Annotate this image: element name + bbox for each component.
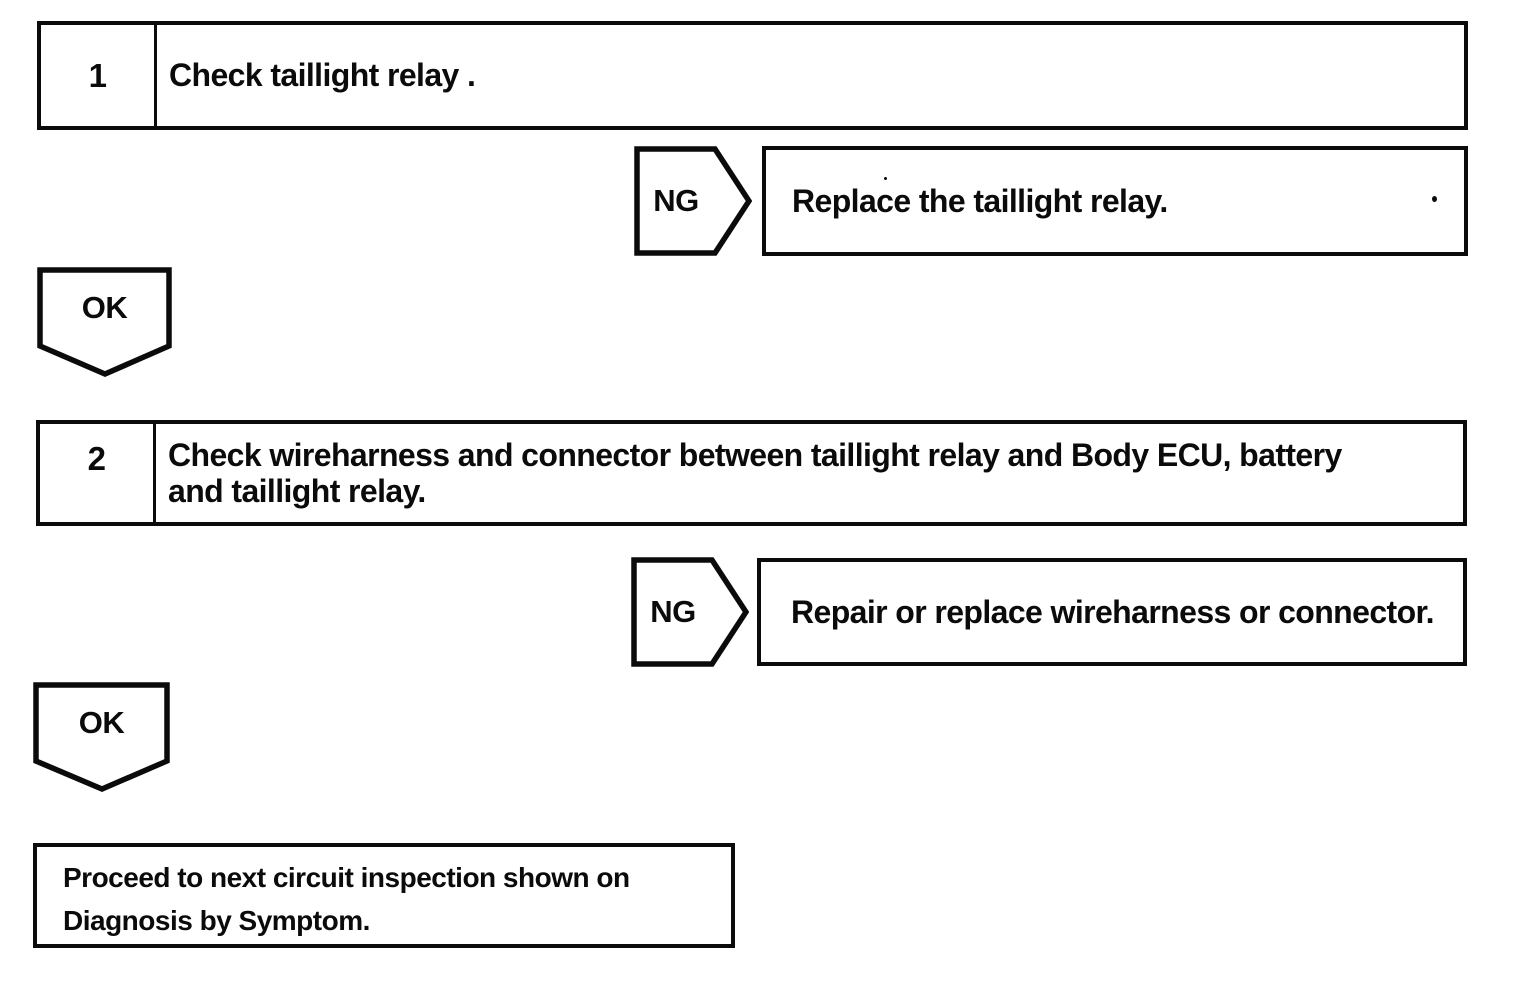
- ok-arrow-shape-icon: [33, 682, 170, 792]
- terminal-line-2: Diagnosis by Symptom.: [63, 905, 370, 936]
- step-1-ok-label: OK: [81, 290, 128, 325]
- ng-arrow-shape-icon: [631, 557, 749, 667]
- step-2-ok-pentagon: OK: [33, 682, 170, 792]
- step-2-ng-action-box: Repair or replace wireharness or connect…: [757, 558, 1467, 666]
- step-1-box: 1 Check taillight relay .: [37, 21, 1468, 130]
- step-2-ng-action: Repair or replace wireharness or connect…: [791, 593, 1435, 630]
- step-1-ng-label: NG: [653, 183, 699, 218]
- step-2-number-cell: 2: [40, 424, 156, 522]
- ok-arrow-shape-icon: [37, 267, 172, 377]
- step-2-number: 2: [87, 440, 106, 477]
- scan-speck: [884, 177, 887, 180]
- step-1-number: 1: [88, 56, 107, 94]
- step-1-number-cell: 1: [41, 25, 157, 126]
- step-1-ok-pentagon: OK: [37, 267, 172, 377]
- step-2-instruction-line-1: Check wireharness and connector between …: [168, 437, 1342, 473]
- step-2-instruction-line-2: and taillight relay.: [168, 473, 426, 509]
- terminal-box: Proceed to next circuit inspection shown…: [33, 843, 735, 948]
- step-1-instruction-cell: Check taillight relay .: [157, 25, 1464, 126]
- step-2-instruction-cell: Check wireharness and connector between …: [156, 424, 1463, 522]
- step-2-box: 2 Check wireharness and connector betwee…: [36, 420, 1467, 526]
- terminal-line-1: Proceed to next circuit inspection shown…: [63, 862, 630, 893]
- step-2-ok-label: OK: [78, 705, 125, 740]
- step-1-ng-pentagon: NG: [634, 146, 752, 256]
- ng-arrow-shape-icon: [634, 146, 752, 256]
- step-2-ng-pentagon: NG: [631, 557, 749, 667]
- step-2-ng-label: NG: [650, 594, 696, 629]
- step-1-instruction: Check taillight relay .: [169, 57, 476, 93]
- step-1-ng-action: Replace the taillight relay.: [792, 182, 1168, 219]
- scan-speck: [1432, 196, 1437, 202]
- step-1-ng-action-box: Replace the taillight relay.: [762, 146, 1468, 256]
